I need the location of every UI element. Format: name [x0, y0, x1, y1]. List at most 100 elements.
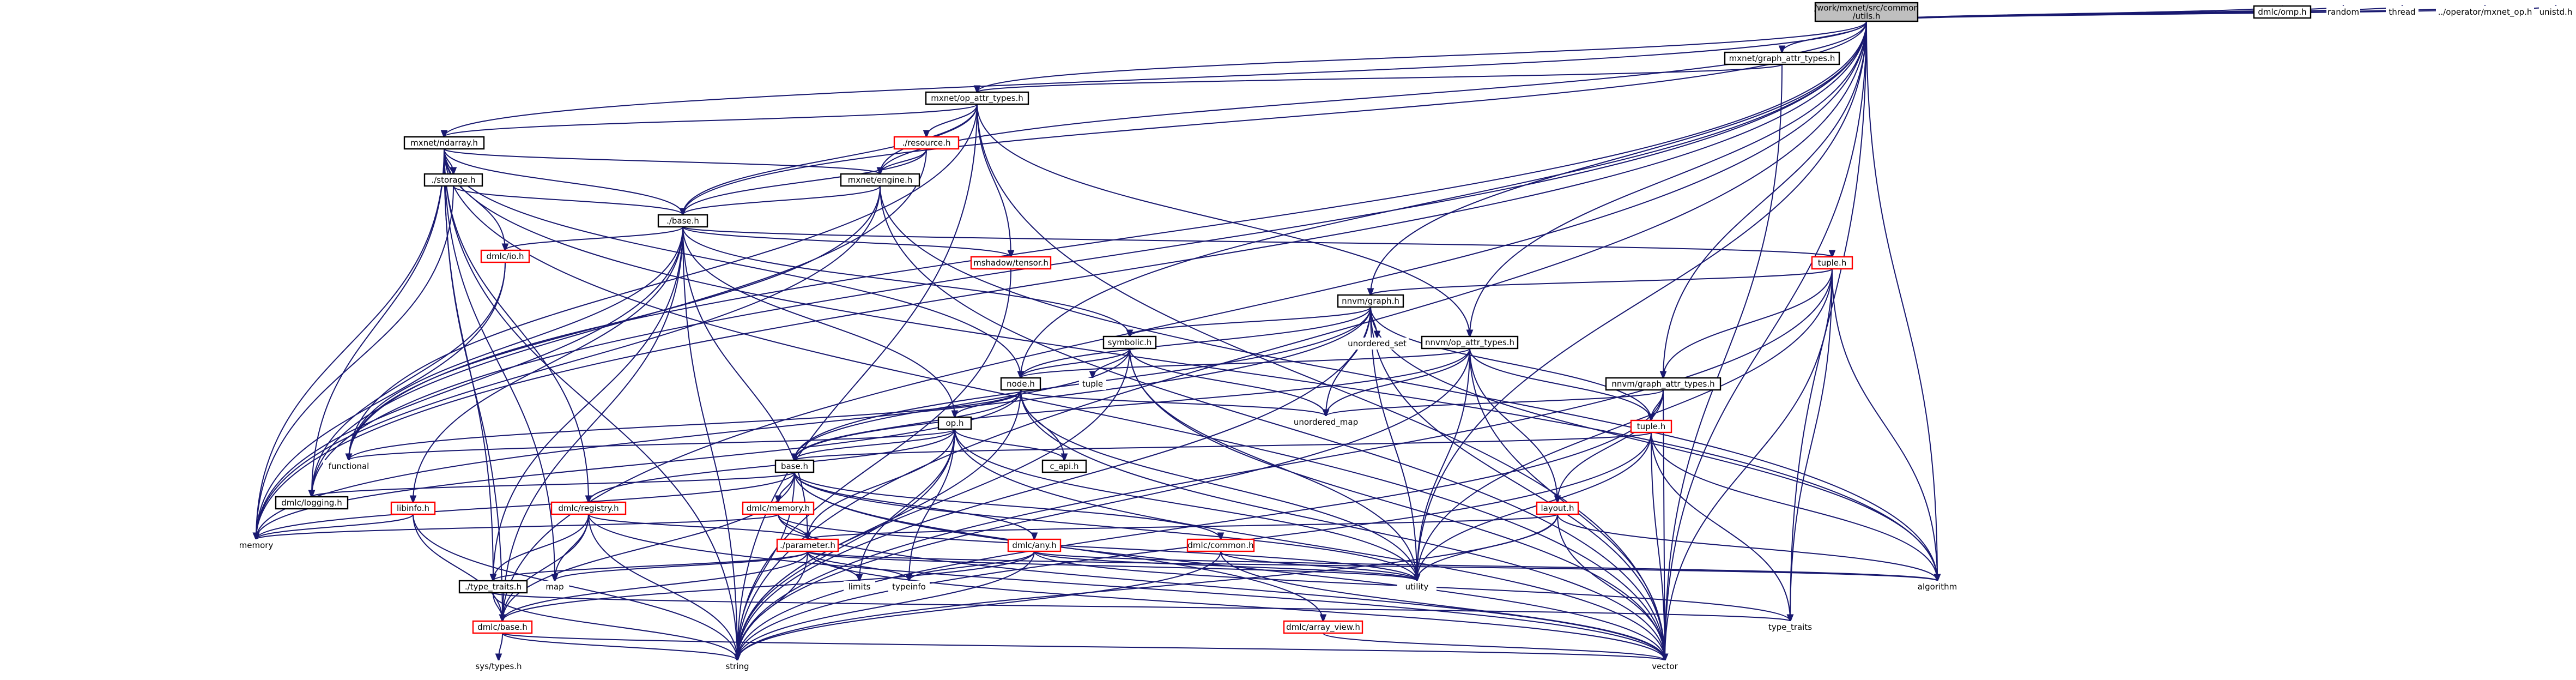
edge-nnvm_op_attr_types-to-layout [1469, 348, 1557, 502]
edge-parameter-to-map [555, 551, 808, 581]
node-graph_attr_types_mx[interactable]: mxnet/graph_attr_types.h [1724, 51, 1840, 65]
node-dmlc_common[interactable]: dmlc/common.h [1186, 538, 1255, 552]
node-map: map [541, 581, 569, 593]
node-storage[interactable]: ./storage.h [423, 173, 483, 187]
node-type_traits_std: type_traits [1762, 621, 1818, 633]
node-node[interactable]: node.h [1000, 377, 1041, 391]
node-label-dmlc_omp: dmlc/omp.h [2258, 7, 2306, 17]
edge-ndarray-to-dmlc_registry [444, 148, 589, 502]
edge-root-to-utility [1417, 21, 1867, 581]
node-box-node [1000, 377, 1041, 391]
node-type_traits_dmlc[interactable]: ./type_traits.h [458, 580, 528, 594]
edge-dmlc_io-to-dmlc_logging [312, 262, 506, 497]
edge-dmlc_array_view-to-vector [1323, 633, 1665, 660]
node-box-tuple_std [1079, 378, 1106, 390]
node-nnvm_graph[interactable]: nnvm/graph.h [1337, 294, 1404, 308]
edge-ndarray-to-dmlc_logging [312, 148, 445, 497]
node-layout[interactable]: layout.h [1536, 501, 1579, 515]
node-symbolic[interactable]: symbolic.h [1102, 335, 1157, 350]
node-tuple_mx[interactable]: tuple.h [1811, 256, 1853, 270]
node-label-c_api: c_api.h [1050, 461, 1079, 472]
edge-symbolic-to-vector [1129, 348, 1665, 660]
node-base_mx[interactable]: ./base.h [657, 214, 708, 228]
node-box-dmlc_array_view [1283, 620, 1363, 634]
edge-base_mx-to-symbolic [682, 226, 1130, 336]
node-base_nnvm[interactable]: base.h [774, 459, 815, 473]
edge-parameter-to-type_traits_dmlc [493, 551, 808, 581]
edge-op-to-string [737, 429, 955, 660]
node-label-vector: vector [1652, 661, 1678, 671]
node-box-op_attr_types [925, 91, 1029, 105]
edge-root-to-memory [256, 21, 1867, 539]
node-box-dmlc_memory [742, 501, 815, 515]
node-nnvm_op_attr_types[interactable]: nnvm/op_attr_types.h [1421, 335, 1519, 350]
edge-nnvm_graph_attr_types-to-layout [1557, 389, 1664, 502]
edge-root-to-op_attr_types [977, 21, 1867, 92]
node-c_api[interactable]: c_api.h [1041, 459, 1087, 473]
edge-op_attr_types-to-vector [977, 104, 1665, 660]
node-dmlc_registry[interactable]: dmlc/registry.h [550, 501, 627, 515]
node-label-tuple_std: tuple [1082, 379, 1103, 389]
edge-ndarray-to-string [444, 148, 737, 660]
node-label-nnvm_graph: nnvm/graph.h [1342, 296, 1399, 306]
node-nnvm_graph_attr_types[interactable]: nnvm/graph_attr_types.h [1605, 377, 1722, 391]
node-dmlc_base[interactable]: dmlc/base.h [472, 620, 533, 634]
node-box-dmlc_base [472, 620, 533, 634]
node-label-limits: limits [848, 582, 871, 592]
edge-dmlc_common-to-string [737, 551, 1221, 660]
node-engine[interactable]: mxnet/engine.h [840, 173, 920, 187]
edge-nnvm_graph-to-string [737, 306, 1371, 660]
node-parameter[interactable]: ./parameter.h [776, 538, 839, 552]
node-box-dmlc_any [1007, 538, 1062, 552]
node-label-resource: ./resource.h [902, 138, 951, 148]
node-libinfo[interactable]: libinfo.h [390, 501, 436, 515]
edge-tuple_nnvm-to-type_traits_std [1651, 432, 1790, 621]
node-typeinfo: typeinfo [888, 581, 930, 593]
node-root[interactable]: /work/mxnet/src/common/utils.h [1814, 2, 1919, 22]
node-dmlc_io[interactable]: dmlc/io.h [480, 249, 530, 263]
node-limits: limits [844, 581, 875, 593]
node-box-ndarray [403, 136, 485, 150]
node-label-graph_attr_types_mx: mxnet/graph_attr_types.h [1729, 53, 1835, 64]
node-unordered_map: unordered_map [1290, 416, 1361, 428]
node-tuple_nnvm[interactable]: tuple.h [1630, 419, 1672, 434]
node-dmlc_omp[interactable]: dmlc/omp.h [2253, 5, 2312, 19]
node-functional: functional [323, 460, 374, 472]
edge-ndarray-to-engine [444, 148, 880, 174]
node-dmlc_memory[interactable]: dmlc/memory.h [742, 501, 815, 515]
edge-root-to-nnvm_graph_attr_types [1663, 21, 1867, 378]
edge-nnvm_graph_attr_types-to-string [737, 389, 1664, 660]
edge-symbolic-to-base_nnvm [795, 348, 1130, 460]
edge-base_mx-to-libinfo [413, 226, 683, 502]
edge-layout-to-vector [1557, 514, 1665, 660]
edge-base_mx-to-parameter [682, 226, 808, 539]
node-dmlc_array_view[interactable]: dmlc/array_view.h [1283, 620, 1363, 634]
node-ndarray[interactable]: mxnet/ndarray.h [403, 136, 485, 150]
node-label-nnvm_graph_attr_types: nnvm/graph_attr_types.h [1611, 379, 1714, 389]
node-dmlc_any[interactable]: dmlc/any.h [1007, 538, 1062, 552]
edge-base_nnvm-to-dmlc_common [794, 472, 1221, 539]
node-box-nnvm_graph [1337, 294, 1404, 308]
node-label-dmlc_array_view: dmlc/array_view.h [1286, 622, 1360, 633]
node-label-dmlc_registry: dmlc/registry.h [558, 503, 619, 513]
edge-ndarray-to-base_mx [444, 148, 683, 215]
node-label-memory: memory [239, 540, 274, 550]
edge-node-to-utility [1020, 389, 1417, 581]
node-label-tuple_mx: tuple.h [1818, 258, 1847, 268]
edge-node-to-functional [349, 389, 1021, 460]
node-dmlc_logging[interactable]: dmlc/logging.h [275, 496, 349, 510]
edge-nnvm_graph-to-tuple_nnvm [1370, 306, 1651, 420]
edge-dmlc_base-to-vector [502, 633, 1665, 660]
node-box-typeinfo [888, 581, 930, 593]
node-label-dmlc_io: dmlc/io.h [487, 251, 524, 261]
node-op_attr_types[interactable]: mxnet/op_attr_types.h [925, 91, 1029, 105]
edge-tuple_mx-to-vector [1665, 268, 1833, 660]
edge-op_attr_types-to-base_mx [683, 104, 978, 215]
edge-type_traits_dmlc-to-dmlc_base [493, 592, 502, 621]
node-label-thread: thread [2389, 7, 2415, 17]
node-resource[interactable]: ./resource.h [893, 136, 960, 150]
node-label-engine: mxnet/engine.h [848, 175, 913, 185]
edge-op-to-typeinfo [909, 429, 955, 581]
node-mshadow_tensor[interactable]: mshadow/tensor.h [970, 256, 1052, 270]
node-op[interactable]: op.h [937, 416, 972, 430]
